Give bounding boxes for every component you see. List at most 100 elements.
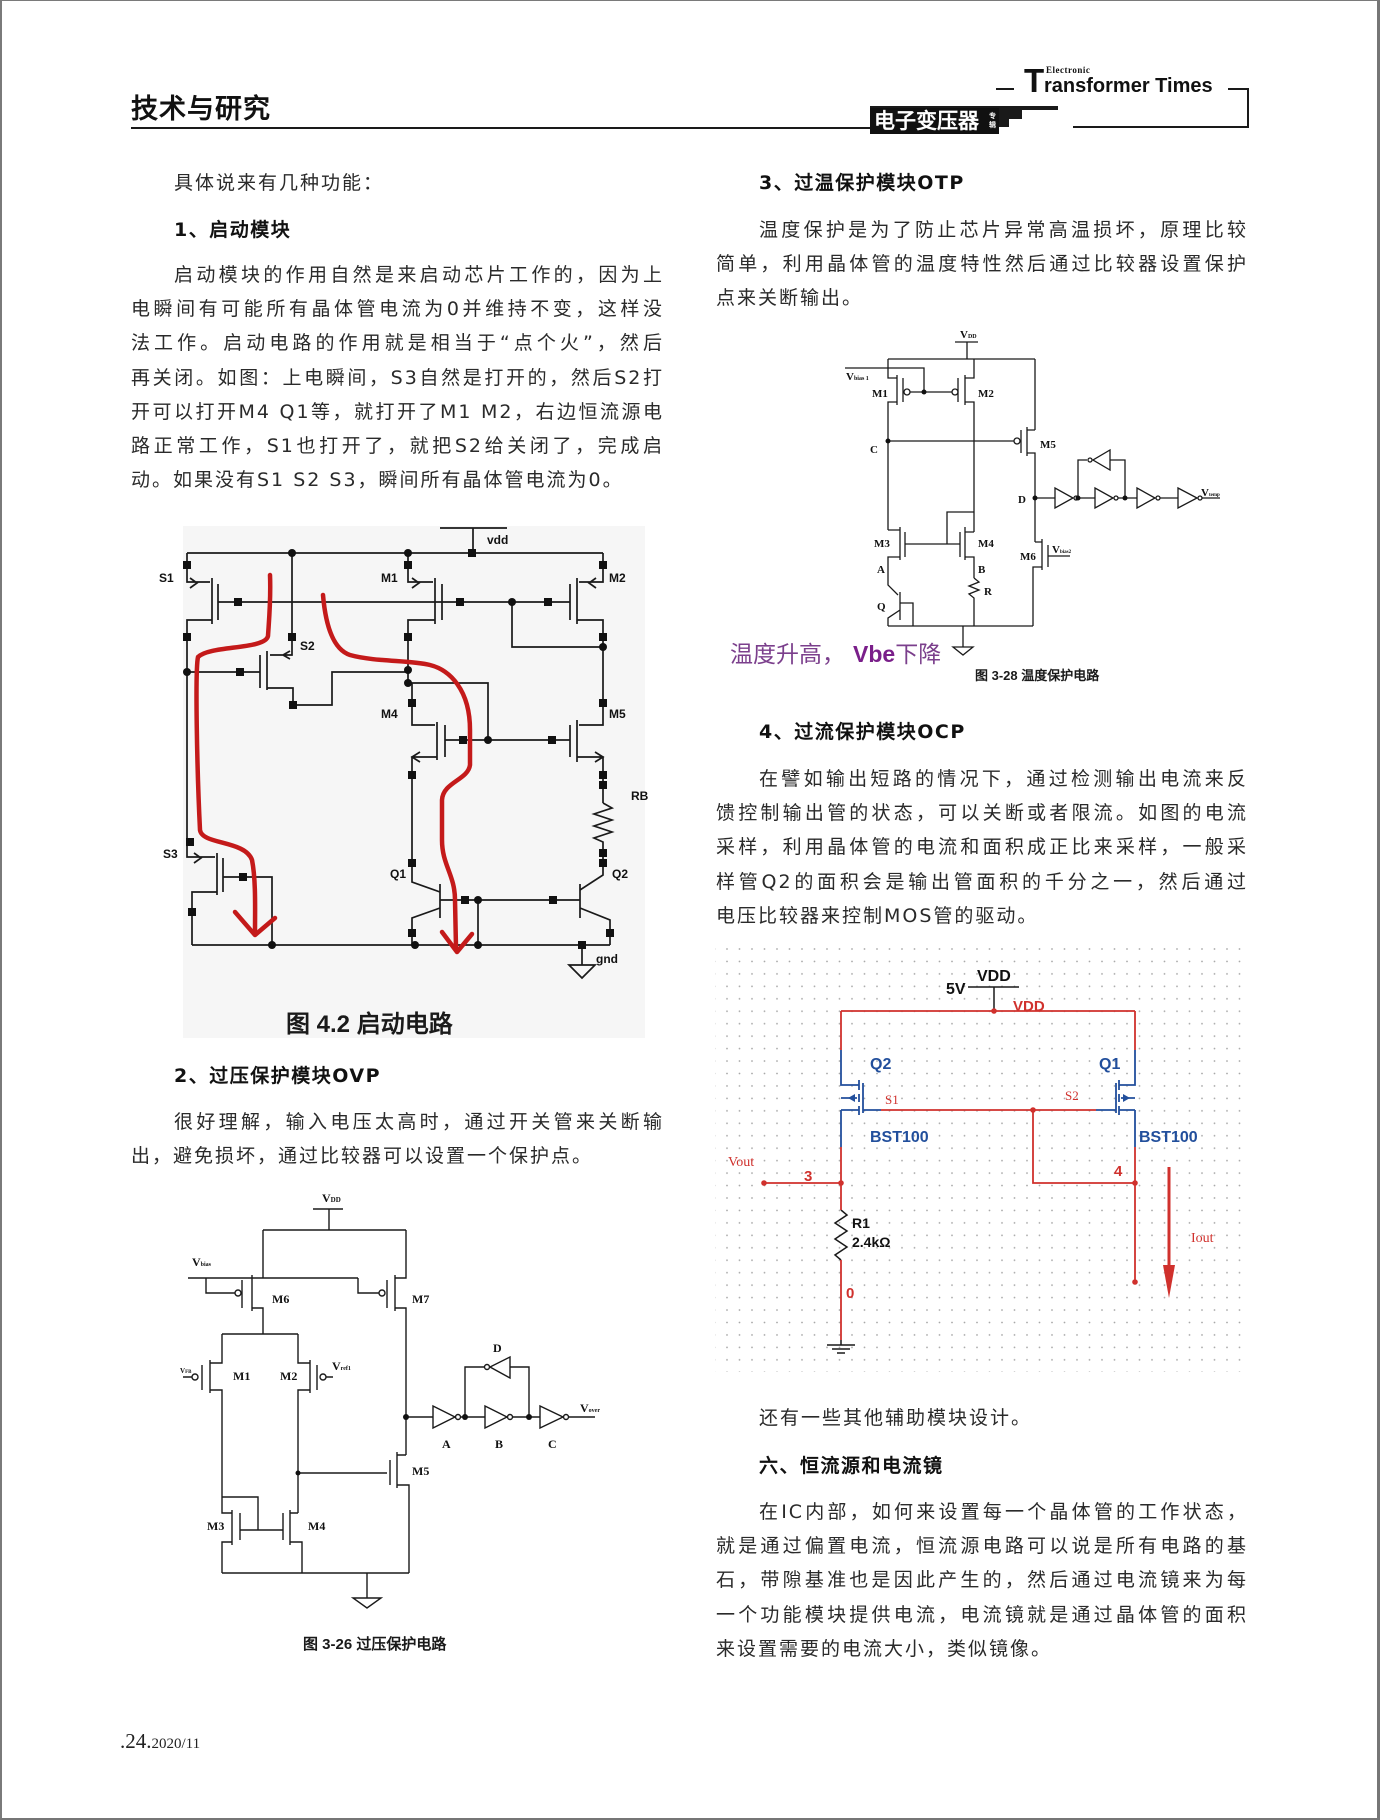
inverter-c-bubble (562, 1413, 570, 1421)
circuit-wires (183, 1208, 595, 1609)
brand-bracket-bottom (1073, 126, 1249, 128)
junction-dot (474, 941, 482, 949)
m2-gate-bubble (951, 388, 959, 396)
label-m2: M2 (978, 388, 994, 400)
junction-dot (403, 1414, 409, 1420)
transistor-m3 (221, 1496, 283, 1573)
arrowhead-left (232, 909, 278, 938)
inverter-bubble (1197, 495, 1203, 501)
label-a: A (877, 564, 885, 576)
paragraph-line: 电压比较器来控制MOS管的驱动。 (716, 904, 1039, 927)
label-q: Q (877, 601, 886, 613)
vdd-net (840, 1010, 1136, 1050)
figure-caption: 图 4.2 启动电路 (286, 1010, 454, 1038)
junction-square (408, 699, 416, 707)
label-node-4: 4 (1114, 1163, 1123, 1180)
junction-square (599, 771, 607, 779)
figure-background (183, 526, 645, 1038)
label-vfb: VFB (180, 1367, 192, 1375)
label-vbias: Vbias (192, 1255, 212, 1269)
label-vbias1: Vbias 1 (846, 371, 869, 383)
vbias1-wire (845, 367, 925, 392)
label-vdd: vdd (487, 533, 508, 547)
brand-name: ransformer Times (1044, 75, 1213, 97)
inverter-d-bubble (483, 1363, 491, 1371)
label-q2-model: BST100 (870, 1129, 929, 1146)
label-q1-model: BST100 (1139, 1129, 1198, 1146)
section-2-heading: 2、过压保护模块OVP (174, 1065, 381, 1087)
note-paragraph: 还有一些其他辅助模块设计。 (716, 1401, 1248, 1435)
q1-arrow (1123, 1094, 1130, 1102)
m1-gate-bubble (191, 1373, 199, 1381)
section-3: 3、过温保护模块OTP (716, 166, 1248, 200)
resistor-r1 (833, 1209, 849, 1261)
label-m6: M6 (272, 1292, 289, 1306)
feedback-inverter (1077, 448, 1126, 498)
paragraph-line: 在譬如输出短路的情况下，通过检测输出电流来反 (759, 768, 1248, 790)
label-m4: M4 (381, 707, 398, 721)
junction-dot (268, 941, 276, 949)
label-vdd-net: VDD (1013, 998, 1045, 1015)
section-1-heading: 1、启动模块 (174, 219, 292, 241)
paragraph-line: 一个功能模块提供电流，电流镜就是通过晶体管的面积 (716, 1603, 1248, 1626)
label-m3: M3 (874, 538, 890, 550)
label-vdd: VDD (322, 1191, 341, 1205)
junction-dot (462, 1414, 468, 1420)
circuit-wires (845, 341, 1220, 656)
label-node-3: 3 (804, 1168, 812, 1185)
transistor-m1 (407, 553, 443, 683)
junction-dot (288, 549, 296, 557)
label-a: A (442, 1437, 451, 1451)
section-4-heading: 4、过流保护模块OCP (759, 721, 966, 743)
gate-net (881, 1109, 1135, 1184)
junction-dot (1132, 1180, 1138, 1186)
paragraph-line: 动。如果没有S1 S2 S3，瞬间所有晶体管电流为0。 (131, 469, 624, 492)
issue-date: 2020/11 (151, 1736, 201, 1752)
paragraph-line: 样管Q2的面积会是输出管面积的千分之一，然后通过 (716, 870, 1248, 893)
junction-square (544, 598, 552, 606)
intro-line: 具体说来有几种功能： (174, 172, 385, 194)
ground-symbol (951, 626, 975, 656)
section-2: 2、过压保护模块OVP (131, 1059, 664, 1093)
junction-dot (508, 598, 516, 606)
brand-bracket-vertical (1247, 88, 1249, 128)
m5-gate-bubble (1013, 437, 1021, 445)
paragraph-line: 温度保护是为了防止芯片异常高温损坏，原理比较 (759, 219, 1248, 241)
junction-square (234, 598, 242, 606)
junction-square (548, 736, 556, 744)
inverter-c (539, 1404, 595, 1430)
page-footer: .24.2020/11 (120, 1729, 200, 1754)
paragraph-line: 还有一些其他辅助模块设计。 (759, 1407, 1033, 1429)
junction-dot (411, 941, 419, 949)
junction-dot (404, 679, 412, 687)
junction-dots (295, 1414, 532, 1476)
label-m1: M1 (381, 571, 398, 585)
paragraph-line: 路正常工作，S1也打开了，就把S2给关闭了，完成启 (131, 434, 664, 457)
transistor-m2 (957, 359, 975, 532)
vdd-supply (440, 527, 507, 553)
junction-dot (484, 736, 492, 744)
junction-square (239, 873, 247, 881)
junction-square (456, 598, 464, 606)
paragraph-line: 采样，利用晶体管的电流和面积成正比来采样，一般采 (716, 836, 1248, 859)
transistor-m3 (887, 527, 960, 596)
junction-square (289, 701, 297, 709)
transistor-m2 (297, 1334, 333, 1513)
logo-step-1 (997, 109, 1022, 119)
m2-gate-bubble (319, 1373, 327, 1381)
label-d: D (1018, 494, 1026, 506)
page-number: .24. (120, 1729, 152, 1753)
paragraph-line: 电瞬间有可能所有晶体管电流为0并维持不变，这样没 (131, 298, 664, 321)
junction-square (408, 771, 416, 779)
vdd-supply (313, 1208, 343, 1230)
m4-gate-link (408, 682, 489, 740)
junction-square (408, 929, 416, 937)
red-junctions (761, 1008, 1138, 1285)
label-r1: R1 (852, 1215, 870, 1231)
junction-dot (599, 643, 607, 651)
inverter-bubble (1113, 495, 1119, 501)
junction-dot (885, 438, 891, 444)
junction-dot (474, 896, 482, 904)
label-rb: RB (631, 789, 649, 803)
